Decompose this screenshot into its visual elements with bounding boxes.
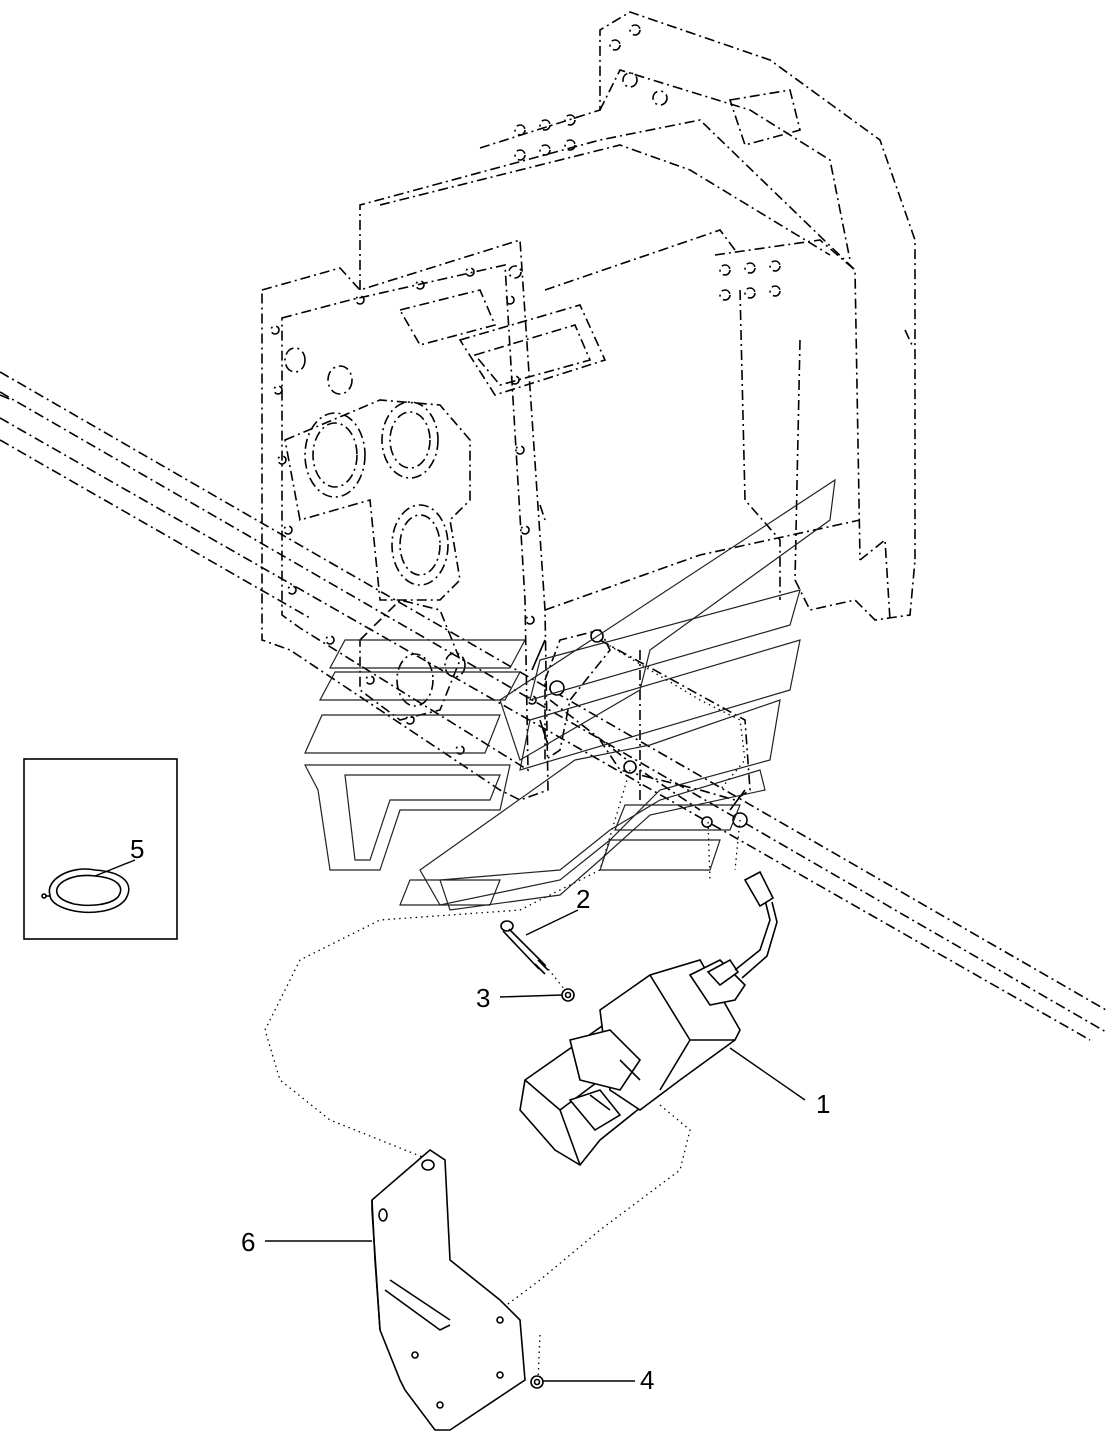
- callout-1: 1: [816, 1089, 831, 1119]
- part-6-bracket: [371, 1148, 526, 1431]
- callout-5: 5: [130, 834, 145, 864]
- part-2-bolt: [500, 920, 549, 975]
- callout-2: 2: [576, 884, 591, 914]
- callout-6: 6: [241, 1227, 256, 1257]
- part-3-nut: [561, 988, 575, 1002]
- callout-4: 4: [640, 1365, 655, 1395]
- inset-box-part-5: [23, 758, 178, 940]
- callout-3: 3: [476, 983, 491, 1013]
- watermark-logo: [304, 478, 836, 911]
- leader-lines: [94, 859, 806, 1382]
- assembly-lines: [264, 639, 746, 1381]
- transmission-housing: [261, 11, 916, 828]
- part-1-actuator: [519, 870, 778, 1167]
- chassis-rail-lines: [0, 371, 1106, 1041]
- part-4-nut: [530, 1375, 544, 1389]
